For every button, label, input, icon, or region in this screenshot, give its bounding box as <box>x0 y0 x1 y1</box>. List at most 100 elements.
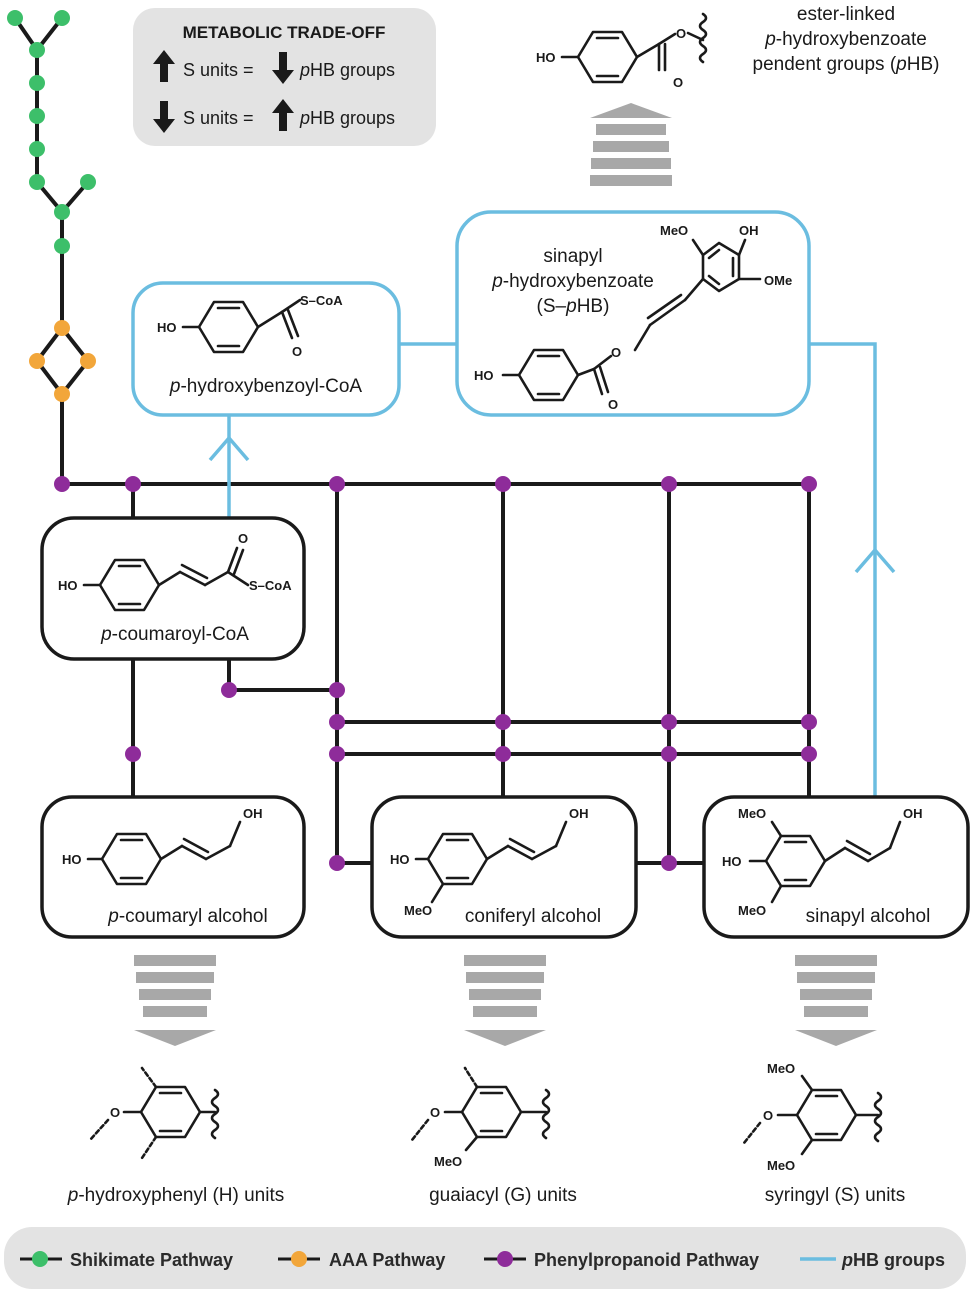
phenylpropanoid-node <box>801 746 817 762</box>
legend-item-aaa: AAA Pathway <box>278 1250 445 1270</box>
s-unit-structure: MeO MeO O <box>742 1061 883 1173</box>
phenylpropanoid-node <box>329 714 345 730</box>
g-units-label: guaiacyl (G) units <box>429 1185 577 1206</box>
pendent-line3: pendent groups (pHB) <box>753 54 940 75</box>
shikimate-node <box>29 141 45 157</box>
phbcoa-scoa-atom: S–CoA <box>300 293 343 308</box>
coumaryl-oh-atom: OH <box>243 806 263 821</box>
aaa-node <box>54 320 70 336</box>
phenylpropanoid-node <box>801 476 817 492</box>
sinapyl-ho-atom: HO <box>722 854 742 869</box>
tradeoff-panel: METABOLIC TRADE-OFF S units = pHB groups… <box>133 8 436 146</box>
sphb-ome-atom: OMe <box>764 273 792 288</box>
sphb-name-line3: (S–pHB) <box>537 296 610 317</box>
pendent-ester-o: O <box>676 26 686 41</box>
phenylpropanoid-node <box>329 855 345 871</box>
shikimate-node <box>29 42 45 58</box>
tradeoff-line1-left: S units = <box>183 60 254 80</box>
coniferyl-ho-atom: HO <box>390 852 410 867</box>
svg-text:pHB groups: pHB groups <box>841 1250 945 1270</box>
svg-text:Phenylpropanoid Pathway: Phenylpropanoid Pathway <box>534 1250 759 1270</box>
tradeoff-line1-right: pHB groups <box>299 60 395 80</box>
phenylpropanoid-node <box>661 714 677 730</box>
legend: Shikimate Pathway AAA Pathway Phenylprop… <box>4 1227 966 1289</box>
phb-connections <box>208 342 896 797</box>
sinapyl-name: sinapyl alcohol <box>806 906 931 927</box>
shikimate-node <box>29 108 45 124</box>
phenylpropanoid-node <box>661 746 677 762</box>
svg-text:Shikimate Pathway: Shikimate Pathway <box>70 1250 233 1270</box>
tradeoff-line2-left: S units = <box>183 108 254 128</box>
sphb-ho-atom: HO <box>474 368 494 383</box>
shikimate-node <box>54 10 70 26</box>
phenylpropanoid-node <box>54 476 70 492</box>
aaa-node <box>54 386 70 402</box>
box-s-phb: sinapyl p-hydroxybenzoate (S–pHB) MeO OH… <box>455 210 811 417</box>
h-unit-o-atom: O <box>110 1105 120 1120</box>
g-unit-o-atom: O <box>430 1105 440 1120</box>
shikimate-node <box>29 75 45 91</box>
shikimate-node <box>7 10 23 26</box>
gray-arrow-to-pendent <box>590 103 672 186</box>
legend-item-phenylpropanoid: Phenylpropanoid Pathway <box>484 1250 759 1270</box>
phenylpropanoid-network <box>62 482 811 865</box>
phenylpropanoid-node <box>661 476 677 492</box>
svg-text:AAA Pathway: AAA Pathway <box>329 1250 445 1270</box>
coumaroylcoa-name: p-coumaroyl-CoA <box>100 624 249 645</box>
shikimate-node <box>54 238 70 254</box>
coumaroylcoa-scoa-atom: S–CoA <box>249 578 292 593</box>
pendent-phb-structure: HO O O <box>536 12 708 90</box>
arrow-down-icon <box>153 101 175 133</box>
legend-item-shikimate: Shikimate Pathway <box>20 1250 233 1270</box>
sphb-oh-atom: OH <box>739 223 759 238</box>
aaa-pathway <box>29 320 96 484</box>
sphb-ester-o-atom: O <box>611 345 621 360</box>
box-coniferyl-alcohol: HO MeO OH coniferyl alcohol <box>370 795 638 939</box>
phbcoa-ho-atom: HO <box>157 320 177 335</box>
phbcoa-name: p-hydroxybenzoyl-CoA <box>169 376 363 397</box>
gray-arrow-to-h-units <box>134 955 216 1046</box>
pendent-ho-atom: HO <box>536 50 556 65</box>
phenylpropanoid-node <box>329 746 345 762</box>
box-coumaryl-alcohol: HO OH p-coumaryl alcohol <box>40 795 306 939</box>
phenylpropanoid-node <box>495 714 511 730</box>
sphb-name-line2: p-hydroxybenzoate <box>491 271 654 292</box>
coumaroylcoa-o-atom: O <box>238 531 248 546</box>
s-unit-meo-top-atom: MeO <box>767 1061 795 1076</box>
sphb-carbonyl-o-atom: O <box>608 397 618 412</box>
pendent-line1: ester-linked <box>797 4 895 25</box>
coniferyl-oh-atom: OH <box>569 806 589 821</box>
coniferyl-meo-atom: MeO <box>404 903 432 918</box>
aaa-node <box>80 353 96 369</box>
box-sinapyl-alcohol: MeO HO MeO OH sinapyl alcohol <box>702 795 970 939</box>
coumaryl-ho-atom: HO <box>62 852 82 867</box>
box-phb-coa: HO O S–CoA p-hydroxybenzoyl-CoA <box>131 281 401 417</box>
h-units-label: p-hydroxyphenyl (H) units <box>67 1185 285 1206</box>
aaa-node <box>29 353 45 369</box>
s-unit-o-atom: O <box>763 1108 773 1123</box>
phenylpropanoid-node <box>125 746 141 762</box>
phenylpropanoid-node <box>495 746 511 762</box>
pendent-groups-label: ester-linked p-hydroxybenzoate pendent g… <box>753 4 940 75</box>
phenylpropanoid-node <box>801 714 817 730</box>
shikimate-node <box>80 174 96 190</box>
phenylpropanoid-node <box>221 682 237 698</box>
box-coumaroyl-coa: HO O S–CoA p-coumaroyl-CoA <box>40 516 306 661</box>
arrow-down-icon <box>272 52 294 84</box>
s-unit-meo-bottom-atom: MeO <box>767 1158 795 1173</box>
sinapyl-meo-top-atom: MeO <box>738 806 766 821</box>
g-unit-structure: MeO O <box>410 1066 551 1169</box>
tradeoff-line2-right: pHB groups <box>299 108 395 128</box>
sinapyl-oh-atom: OH <box>903 806 923 821</box>
arrow-up-icon <box>153 50 175 82</box>
sinapyl-meo-bottom-atom: MeO <box>738 903 766 918</box>
phenylpropanoid-nodes <box>54 476 817 871</box>
gray-arrow-to-s-units <box>795 955 877 1046</box>
phbcoa-o-atom: O <box>292 344 302 359</box>
phenylpropanoid-node <box>329 476 345 492</box>
sphb-meo-atom: MeO <box>660 223 688 238</box>
shikimate-pathway <box>7 10 96 328</box>
legend-item-phb: pHB groups <box>800 1250 945 1270</box>
pendent-carbonyl-o: O <box>673 75 683 90</box>
coumaroylcoa-ho-atom: HO <box>58 578 78 593</box>
